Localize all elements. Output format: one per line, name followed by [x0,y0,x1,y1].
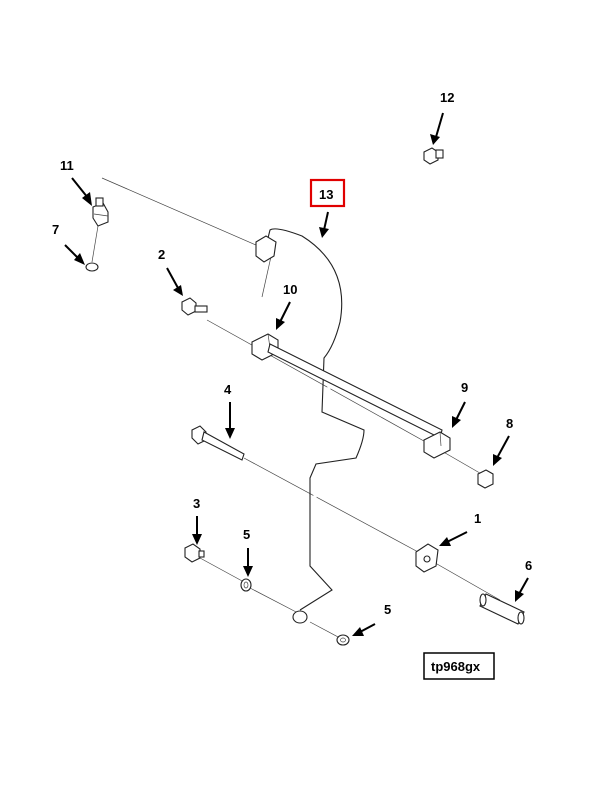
callout-5: 5 [243,527,250,542]
callout-arrows [64,112,529,636]
leader-lines [91,177,501,639]
part-2-bolt [181,297,208,316]
callout-2: 2 [158,247,165,262]
callout-6: 6 [525,558,532,573]
part-9-clamp [423,431,451,459]
part-5-washer-b [336,634,350,646]
part-8-nut [477,469,494,489]
highlight-box-13 [309,178,346,208]
part-7-o-ring [85,262,99,272]
callout-1: 1 [474,511,481,526]
reference-id-box: tp968gx [423,652,495,680]
callout-10: 10 [283,282,297,297]
callout-4: 4 [224,382,232,397]
callout-3: 3 [193,496,200,511]
callout-7: 7 [52,222,59,237]
callout-5: 5 [384,602,391,617]
callout-13: 13 [319,187,333,202]
part-1-clamp [415,543,439,573]
part-5-washer-a [240,578,252,592]
callout-9: 9 [461,380,468,395]
part-6-spacer [479,593,525,625]
callout-8: 8 [506,416,513,431]
part-11-fitting [92,197,109,227]
part-4-long-bolt [191,425,245,461]
part-3-bolt [184,543,205,563]
bracket-bar [267,343,443,439]
callout-11: 11 [60,158,74,173]
reference-id: tp968gx [431,659,481,674]
part-13-tube [255,222,372,624]
callout-labels: 11 7 12 2 10 9 8 4 3 5 5 1 6 13 [52,90,532,617]
callout-12: 12 [440,90,454,105]
part-12-bolt [423,147,444,165]
